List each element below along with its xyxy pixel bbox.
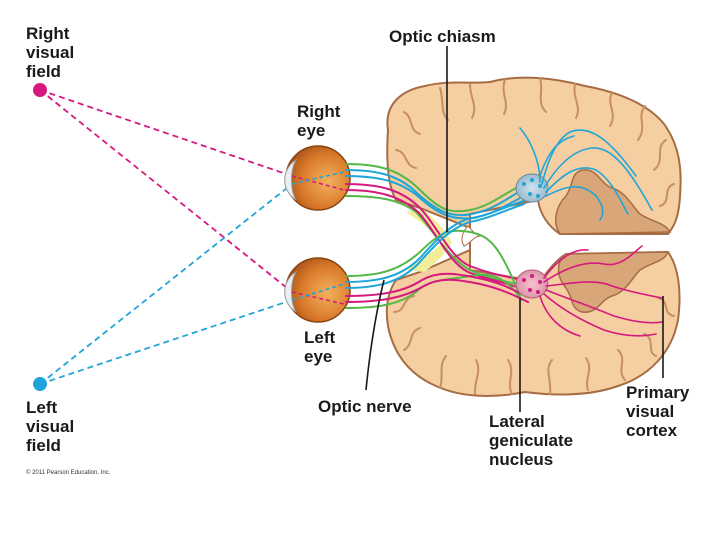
lateral-geniculate-nucleus-label: Lateral geniculate nucleus <box>489 412 574 469</box>
visual-field-lines <box>39 89 293 385</box>
optic-radiation-magenta <box>539 245 663 337</box>
primary-visual-cortex-label: Primary visual cortex <box>626 383 690 440</box>
optic-nerve-label: Optic nerve <box>318 397 412 416</box>
magenta-dot-icon <box>33 83 47 97</box>
lgn-left <box>515 269 549 299</box>
left-eye-label: Left eye <box>304 328 336 366</box>
gyri-folds <box>393 77 675 395</box>
optic-radiation-cyan <box>519 127 653 221</box>
right-eye-label: Right eye <box>297 102 341 140</box>
occipital-fold-upper <box>554 169 672 235</box>
leader-lines <box>365 46 664 412</box>
copyright-notice: © 2011 Pearson Education, Inc. <box>26 470 111 476</box>
cyan-dot-icon <box>33 377 47 391</box>
brain-section <box>385 76 682 397</box>
occipital-fold-lower <box>557 251 670 313</box>
brain-outline <box>385 76 682 397</box>
left-eye <box>284 257 351 323</box>
optic-nerve-fibres <box>345 163 529 309</box>
retina-rays <box>291 171 345 305</box>
optic-chiasm-shape <box>406 210 452 272</box>
left-visual-field-label: Left visual field <box>26 398 75 455</box>
right-visual-field-label: Right visual field <box>26 24 75 81</box>
optic-chiasm-label: Optic chiasm <box>389 27 496 46</box>
right-eye <box>284 145 351 211</box>
